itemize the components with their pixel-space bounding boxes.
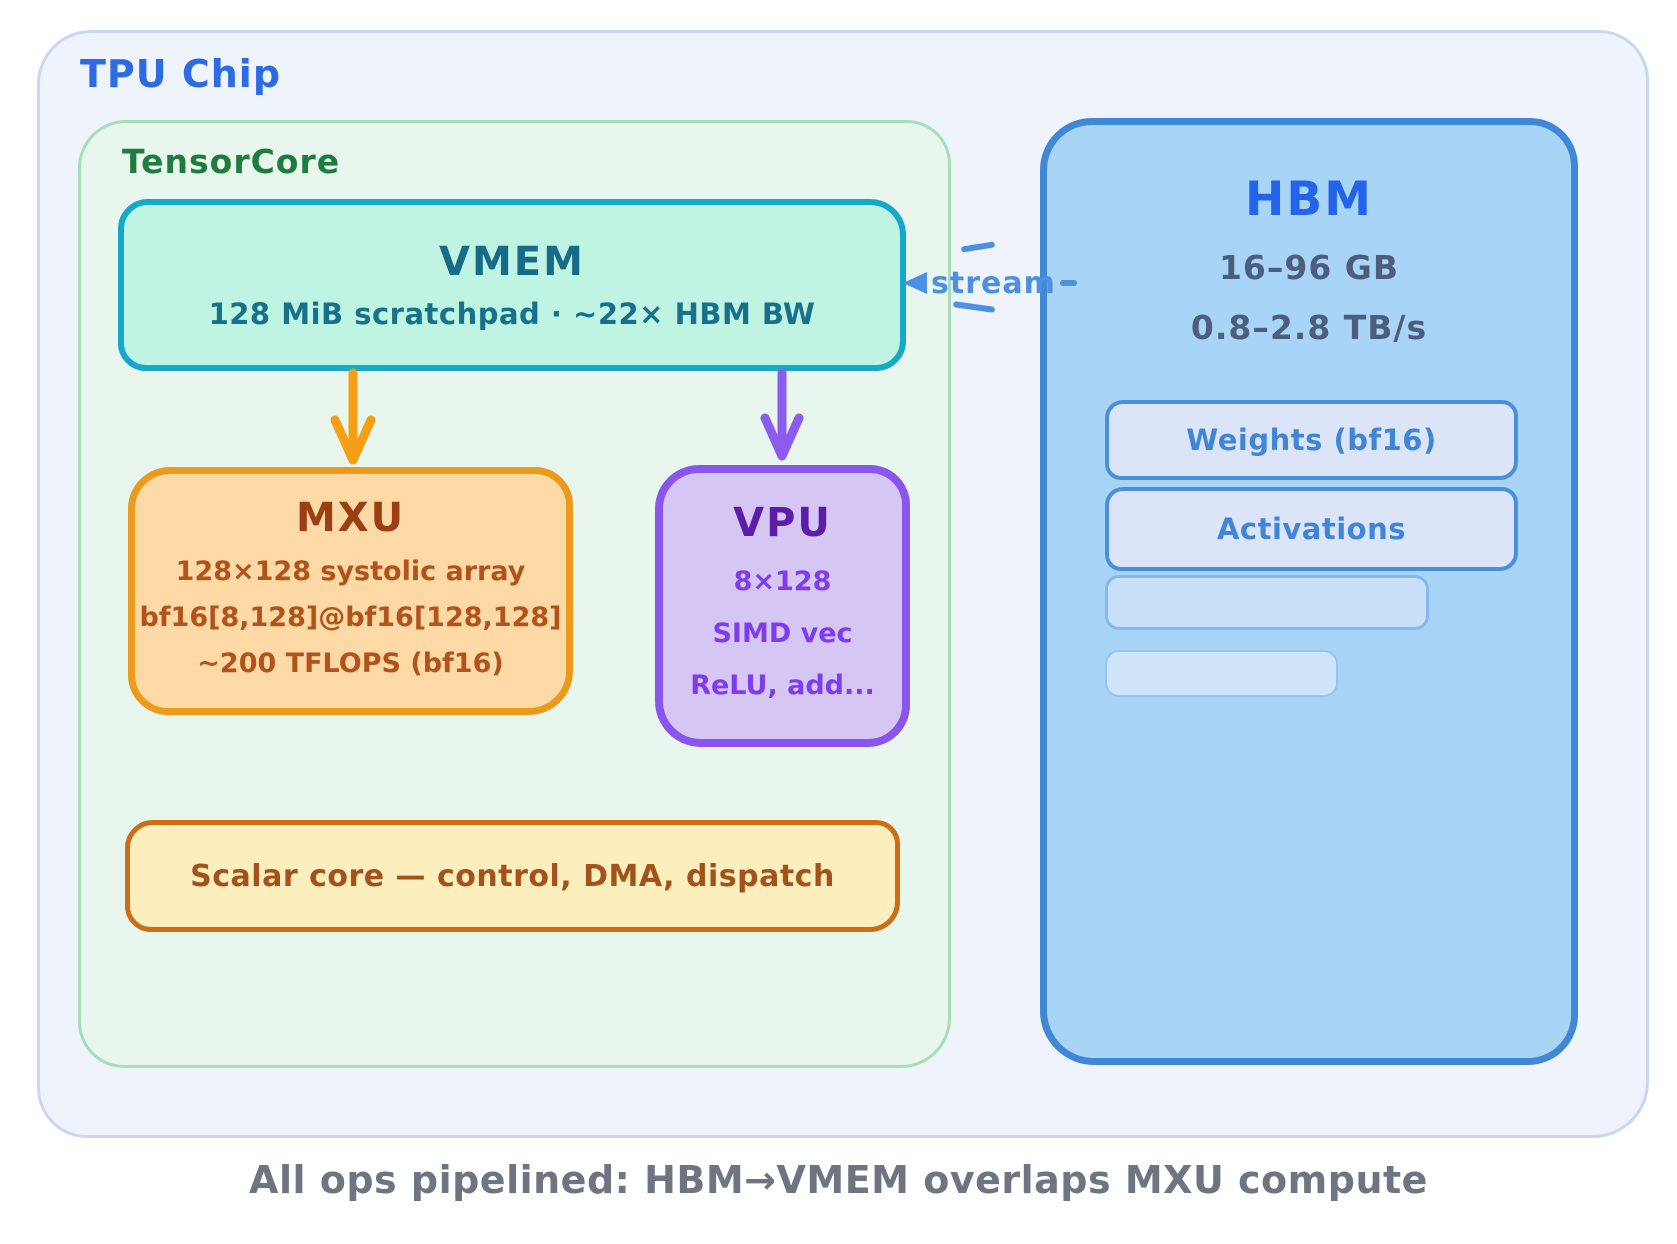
vmem-box: VMEM 128 MiB scratchpad · ~22× HBM BW — [118, 199, 906, 371]
hbm-bar-weights: Weights (bf16) — [1105, 400, 1518, 480]
vpu-box: VPU 8×128 SIMD vec ReLU, add... — [655, 465, 910, 747]
hbm-capacity: 16–96 GB — [1218, 248, 1400, 287]
hbm-bandwidth: 0.8–2.8 TB/s — [1190, 308, 1428, 347]
vpu-spec-line: 8×128 — [733, 566, 832, 597]
mxu-spec-line: ~200 TFLOPS (bf16) — [197, 648, 504, 679]
hbm-bar-activations-label: Activations — [1216, 512, 1407, 546]
stream-tail-dash — [1059, 280, 1077, 286]
hbm-bar-weights-label: Weights (bf16) — [1186, 423, 1437, 457]
hbm-bar-unlabeled — [1105, 575, 1429, 630]
diagram-caption: All ops pipelined: HBM→VMEM overlaps MXU… — [249, 1158, 1428, 1202]
mxu-box: MXU 128×128 systolic array bf16[8,128]@b… — [128, 467, 573, 715]
vmem-subtitle: 128 MiB scratchpad · ~22× HBM BW — [208, 297, 816, 331]
hbm-header: HBM 16–96 GB 0.8–2.8 TB/s — [1047, 170, 1571, 354]
vpu-spec-line: SIMD vec — [712, 618, 853, 649]
hbm-bar-activations: Activations — [1105, 487, 1518, 571]
scalar-core-label: Scalar core — control, DMA, dispatch — [190, 858, 835, 894]
hbm-to-vmem-stream: stream — [901, 241, 1077, 313]
hbm-title: HBM — [1245, 172, 1373, 227]
tpu-chip-label: TPU Chip — [80, 52, 282, 96]
vmem-title: VMEM — [439, 239, 585, 285]
vmem-to-vpu-arrow-icon — [760, 368, 804, 461]
mxu-spec-line: 128×128 systolic array — [175, 556, 526, 587]
vpu-spec-line: ReLU, add... — [690, 670, 875, 701]
stream-arrowhead-left-icon — [903, 272, 927, 294]
mxu-spec-line: bf16[8,128]@bf16[128,128] — [139, 602, 562, 633]
scalar-core-box: Scalar core — control, DMA, dispatch — [125, 820, 900, 932]
mxu-title: MXU — [295, 495, 406, 541]
vpu-title: VPU — [733, 500, 832, 546]
hbm-box: HBM 16–96 GB 0.8–2.8 TB/s Weights (bf16)… — [1040, 118, 1578, 1065]
stream-label: stream — [931, 265, 1056, 301]
hbm-bar-unlabeled — [1105, 650, 1338, 697]
vmem-to-mxu-arrow-icon — [330, 368, 376, 465]
tensorcore-label: TensorCore — [122, 142, 341, 181]
